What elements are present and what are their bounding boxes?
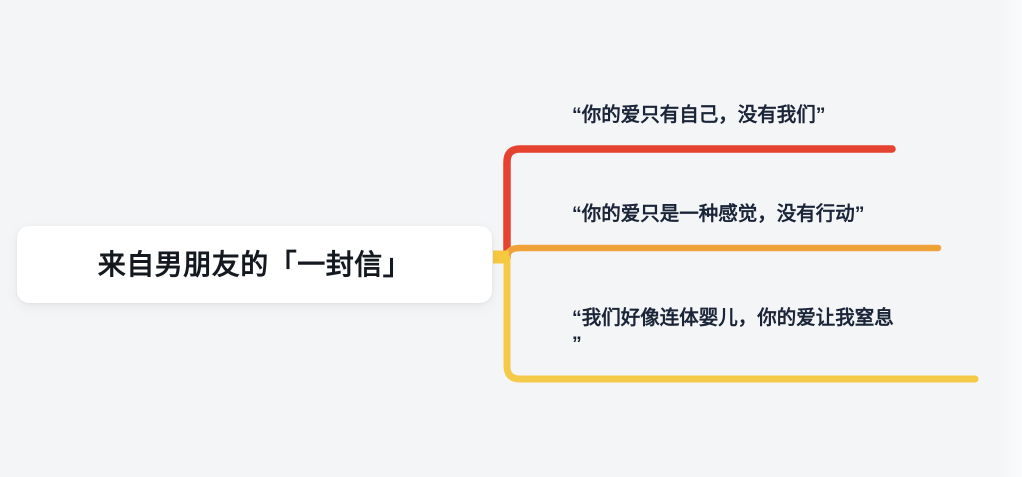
branch-label-2[interactable]: “你的爱只是一种感觉，没有行动” xyxy=(572,203,865,225)
branch-label-1[interactable]: “你的爱只有自己，没有我们” xyxy=(572,104,826,126)
connector-branch-2 xyxy=(503,244,942,262)
page-right-edge xyxy=(1000,0,1022,477)
branch-label-3[interactable]: “我们好像连体婴儿，你的爱让我窒息 ” xyxy=(572,307,894,355)
root-node[interactable]: 来自男朋友的「一封信」 xyxy=(17,226,492,303)
root-node-label: 来自男朋友的「一封信」 xyxy=(97,248,412,280)
